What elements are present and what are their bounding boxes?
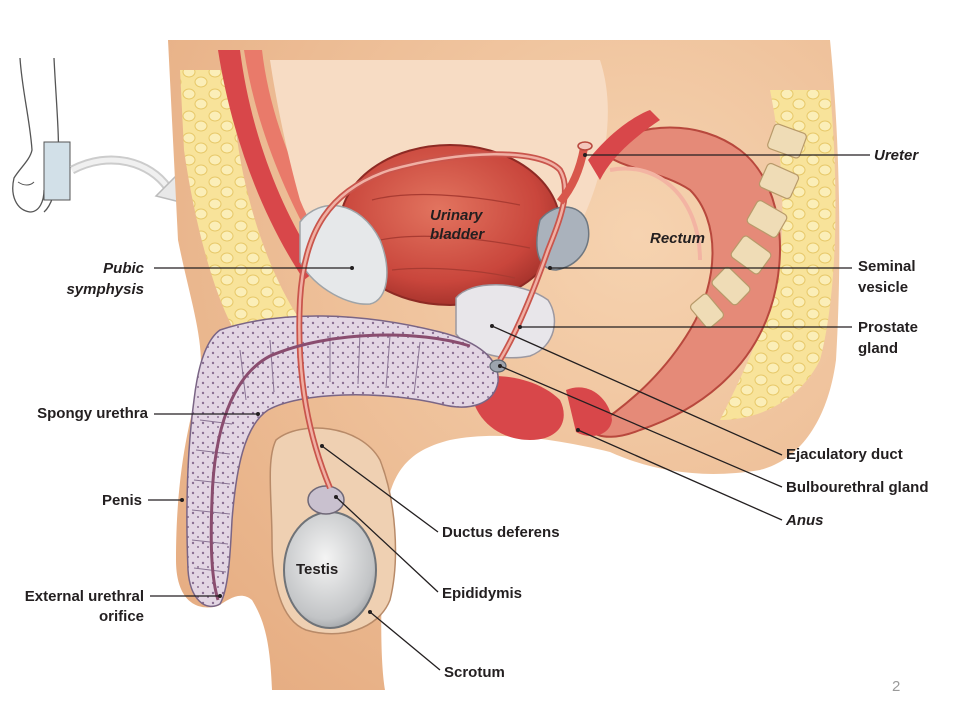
prostate-gland-label-line2: gland <box>858 340 898 357</box>
scrotum-leader <box>369 611 441 671</box>
orientation-figure <box>12 57 181 213</box>
penis-shape <box>186 315 499 608</box>
seminal-vesicle-shape <box>536 206 590 271</box>
pubic-symphysis-label-line1: Pubic <box>103 260 144 277</box>
spongy-urethra-shape <box>209 333 471 601</box>
anus-label: Anus <box>786 512 824 529</box>
ductus-deferens-label: Ductus deferens <box>442 524 560 541</box>
urinary-bladder-label-line1: Urinary <box>430 207 483 224</box>
anus-leader <box>577 429 783 521</box>
bulbourethral-gland-leader <box>499 365 783 488</box>
epididymis-label: Epididymis <box>442 585 523 602</box>
leader-lines <box>148 154 870 671</box>
prostate-gland-label-line1: Prostate <box>858 319 919 336</box>
leader-dots <box>180 153 587 614</box>
ureter-label: Ureter <box>874 147 919 164</box>
external-urethral-orifice-label-line2: orifice <box>98 608 144 625</box>
spongy-urethra-label: Spongy urethra <box>37 405 148 422</box>
ejaculatory-duct-leader <box>491 325 783 456</box>
scrotum-label: Scrotum <box>444 664 505 681</box>
pubic-symphysis-label-line2: symphysis <box>66 281 144 298</box>
penis-label: Penis <box>101 492 142 509</box>
bulbourethral-gland-label: Bulbourethral gland <box>786 479 929 496</box>
rectum-label: Rectum <box>650 230 706 247</box>
epididymis-leader <box>335 496 439 593</box>
testis-label: Testis <box>296 561 339 578</box>
ureter-shape <box>556 147 588 205</box>
ductus-deferens-leader <box>321 445 439 533</box>
ejaculatory-duct-label: Ejaculatory duct <box>786 446 903 463</box>
body-section <box>168 40 840 690</box>
external-urethral-orifice-label-line1: External urethral <box>24 588 144 605</box>
sacrum-shape <box>689 123 807 329</box>
page-number: 2 <box>892 678 901 695</box>
seminal-vesicle-label-line1: Seminal <box>858 258 916 275</box>
urinary-bladder-label-line2: bladder <box>430 226 485 243</box>
seminal-vesicle-label-line2: vesicle <box>858 279 909 296</box>
pubic-symphysis-shape <box>299 204 388 305</box>
